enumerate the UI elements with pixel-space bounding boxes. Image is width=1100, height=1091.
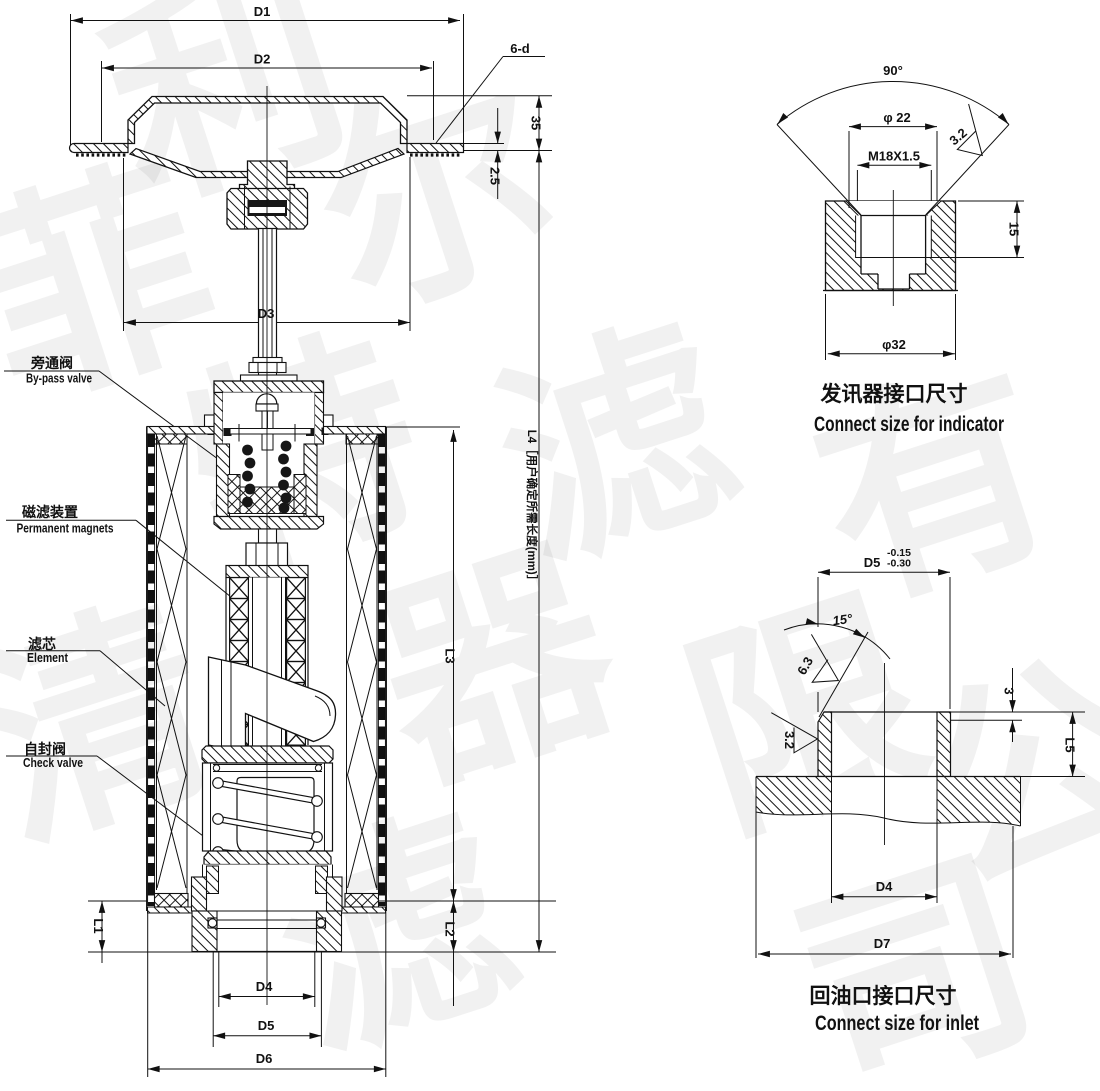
svg-text:M18X1.5: M18X1.5	[868, 149, 920, 164]
svg-text:L4［用户确定所需长度(mm)］: L4［用户确定所需长度(mm)］	[525, 430, 539, 587]
svg-text:滤芯: 滤芯	[28, 636, 56, 652]
svg-text:15°: 15°	[832, 611, 854, 629]
svg-text:-0.15: -0.15	[887, 547, 911, 559]
svg-text:35: 35	[529, 116, 544, 130]
svg-text:D4: D4	[256, 979, 273, 994]
svg-text:磁滤装置: 磁滤装置	[22, 504, 78, 520]
svg-text:3.2: 3.2	[782, 731, 797, 749]
svg-text:Permanent magnets: Permanent magnets	[17, 522, 114, 536]
svg-text:D4: D4	[876, 879, 893, 894]
svg-text:Connect size for indicator: Connect size for indicator	[814, 413, 1004, 436]
svg-text:旁通阀: 旁通阀	[30, 355, 73, 371]
svg-text:By-pass valve: By-pass valve	[26, 372, 92, 386]
svg-text:自封阀: 自封阀	[24, 741, 66, 757]
svg-text:φ32: φ32	[882, 337, 906, 352]
svg-text:D1: D1	[254, 4, 271, 19]
svg-text:回油口接口尺寸: 回油口接口尺寸	[810, 984, 957, 1008]
svg-text:发讯器接口尺寸: 发讯器接口尺寸	[820, 382, 968, 406]
svg-text:Check valve: Check valve	[23, 756, 83, 770]
svg-text:6-d: 6-d	[510, 41, 530, 56]
svg-text:Element: Element	[27, 651, 69, 665]
svg-text:D6: D6	[256, 1051, 273, 1066]
svg-text:2.5: 2.5	[488, 167, 503, 185]
svg-text:-0.30: -0.30	[887, 558, 911, 570]
svg-text:D5: D5	[258, 1018, 275, 1033]
svg-text:15: 15	[1007, 222, 1022, 236]
svg-text:L5: L5	[1063, 737, 1078, 752]
svg-text:90°: 90°	[883, 63, 903, 78]
svg-text:D5: D5	[864, 555, 881, 570]
svg-text:D7: D7	[874, 936, 891, 951]
svg-text:Connect size for inlet: Connect size for inlet	[815, 1012, 979, 1035]
svg-text:L1: L1	[91, 918, 106, 933]
svg-text:L3: L3	[443, 648, 458, 663]
svg-text:D3: D3	[258, 306, 275, 321]
svg-text:3: 3	[1002, 687, 1017, 694]
svg-text:L2: L2	[443, 921, 458, 936]
svg-text:φ 22: φ 22	[883, 110, 910, 125]
svg-text:D2: D2	[254, 52, 271, 67]
